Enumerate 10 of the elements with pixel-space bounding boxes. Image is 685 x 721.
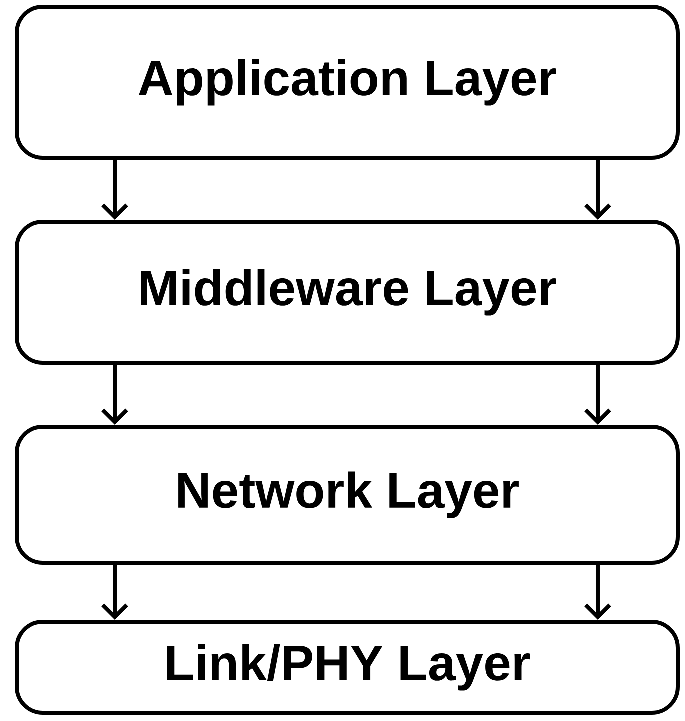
arrow — [102, 565, 128, 620]
arrow — [102, 160, 128, 220]
layer-box: Link/PHY Layer — [15, 620, 680, 715]
arrow — [584, 365, 612, 425]
arrow — [584, 565, 612, 620]
layer-box: Middleware Layer — [15, 220, 680, 365]
layer-box: Application Layer — [15, 5, 680, 160]
arrow — [102, 365, 128, 425]
arrow — [584, 160, 612, 220]
layer-box: Network Layer — [15, 425, 680, 565]
